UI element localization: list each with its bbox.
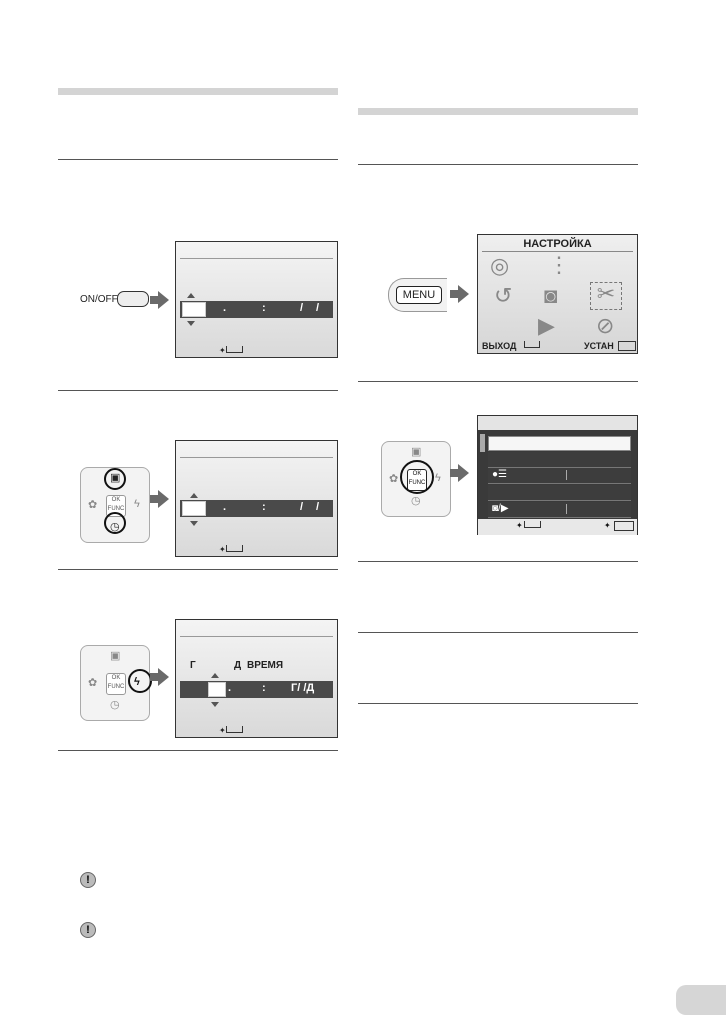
scrollbar[interactable] xyxy=(480,434,485,452)
menu-button[interactable]: MENU xyxy=(396,286,442,304)
setup-menu-screen: НАСТРОЙКА ◎ ⋮ ↺ ◙ ✂ ▶ ⊘ ВЫХОД УСТАН xyxy=(477,234,638,354)
list-row-selected[interactable] xyxy=(488,436,631,451)
up-arrow-icon xyxy=(190,493,198,498)
undo-icon: ↺ xyxy=(494,283,513,308)
exposure-icon: ▣ xyxy=(411,446,422,458)
divider-step-4 xyxy=(58,750,338,751)
playback-icon: ▶ xyxy=(538,313,555,338)
set-label: УСТАН xyxy=(584,341,614,351)
camera-screen-date-3: Г Д ВРЕМЯ . : Г/ /Д ✦ xyxy=(175,619,338,738)
set-box-icon xyxy=(618,341,636,351)
exit-box-icon xyxy=(524,341,540,348)
arrow-right-icon xyxy=(450,285,469,303)
arrow-right-icon xyxy=(150,490,169,508)
camera-screen-date-2: . : / / ✦ xyxy=(175,440,338,557)
highlight-ring-ok xyxy=(400,460,434,494)
date-bar: . : Г/ /Д xyxy=(180,681,333,698)
back-box-icon xyxy=(524,521,541,528)
date-bar: . : / / xyxy=(180,301,333,318)
down-arrow-icon xyxy=(190,521,198,526)
ok-box-icon xyxy=(226,346,243,353)
camera-icon: ◙ xyxy=(544,283,558,308)
arrow-right-icon xyxy=(450,464,469,482)
settings-list-screen: ●☰ ◙/▶ ✦ ✦ xyxy=(477,415,638,535)
list-row[interactable]: ◙/▶ xyxy=(488,502,631,518)
caution-icon-1: ! xyxy=(80,872,96,888)
section-bar-right xyxy=(358,108,638,115)
arrow-right-icon xyxy=(150,291,169,309)
list-row[interactable] xyxy=(488,485,631,501)
timer-icon: ◷ xyxy=(411,495,421,507)
date-format-value: Г/ /Д xyxy=(291,682,315,694)
ok-box-icon xyxy=(226,726,243,733)
date-bar: . : / / xyxy=(180,500,333,517)
language-icon: ●☰ xyxy=(492,469,508,480)
divider-step-2 xyxy=(58,390,338,391)
divider-right-5 xyxy=(358,703,638,704)
up-arrow-icon xyxy=(187,293,195,298)
up-arrow-icon xyxy=(211,673,219,678)
highlight-ring-down xyxy=(104,512,126,534)
flash-icon: ϟ xyxy=(134,498,140,510)
tools-icon: ✂ xyxy=(590,282,622,310)
exposure-icon: ▣ xyxy=(110,650,121,662)
image-quality-icon: ⋮ xyxy=(548,252,570,277)
divider-right-4 xyxy=(358,632,638,633)
camera-screen-date-1: . : / / ✦ xyxy=(175,241,338,358)
timer-icon: ◷ xyxy=(110,699,120,711)
exit-label: ВЫХОД xyxy=(482,341,517,351)
highlight-ring-up xyxy=(104,468,126,490)
divider-right-3 xyxy=(358,561,638,562)
sound-off-icon: ⊘ xyxy=(596,313,615,338)
label-day: Д xyxy=(234,660,242,671)
divider-step-3 xyxy=(58,569,338,570)
macro-icon: ✿ xyxy=(88,677,98,689)
divider-right-2 xyxy=(358,381,638,382)
label-time: ВРЕМЯ xyxy=(247,660,284,671)
page-number-tab xyxy=(676,985,726,1015)
reset-icon: ◎ xyxy=(490,253,510,278)
section-bar-left xyxy=(58,88,338,95)
list-row[interactable] xyxy=(488,452,631,468)
setup-title: НАСТРОЙКА xyxy=(523,238,592,250)
down-arrow-icon xyxy=(187,321,195,326)
divider-step-1 xyxy=(58,159,338,160)
highlight-ring-right xyxy=(128,669,152,693)
camera-playback-icon: ◙/▶ xyxy=(492,503,509,514)
label-year: Г xyxy=(190,660,196,671)
macro-icon: ✿ xyxy=(389,473,399,485)
set-box-icon xyxy=(614,521,634,531)
onoff-button[interactable] xyxy=(117,291,149,307)
list-row[interactable]: ●☰ xyxy=(488,468,631,484)
flash-icon: ϟ xyxy=(435,472,441,484)
macro-icon: ✿ xyxy=(88,499,98,511)
arrow-right-icon xyxy=(150,668,169,686)
onoff-label: ON/OFF xyxy=(80,294,118,305)
down-arrow-icon xyxy=(211,702,219,707)
divider-right-1 xyxy=(358,164,638,165)
caution-icon-2: ! xyxy=(80,922,96,938)
ok-box-icon xyxy=(226,545,243,552)
